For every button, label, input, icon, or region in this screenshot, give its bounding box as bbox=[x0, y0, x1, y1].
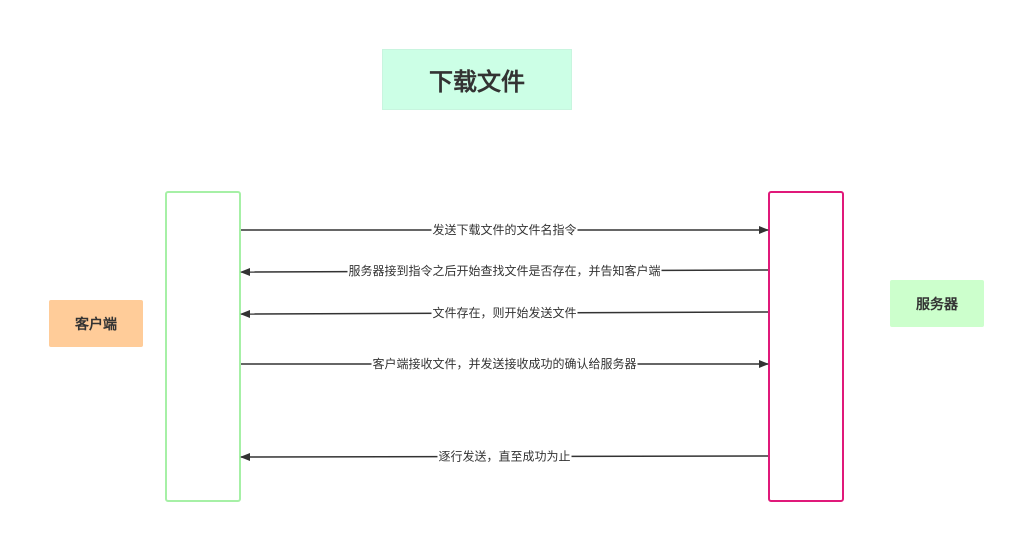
diagram-title: 下载文件 bbox=[382, 49, 572, 110]
message-label-background bbox=[437, 448, 572, 464]
server-actor: 服务器 bbox=[890, 280, 984, 327]
message-label-background bbox=[347, 263, 662, 278]
client-actor-label: 客户端 bbox=[75, 316, 117, 333]
message-label-background bbox=[371, 356, 638, 371]
message-label: 文件存在，则开始发送文件 bbox=[432, 305, 576, 320]
message-label: 客户端接收文件，并发送接收成功的确认给服务器 bbox=[372, 356, 636, 371]
diagram-title-text: 下载文件 bbox=[429, 68, 525, 96]
message-label: 逐行发送，直至成功为止 bbox=[438, 449, 570, 464]
message-label: 服务器接到指令之后开始查找文件是否存在，并告知客户端 bbox=[348, 263, 660, 278]
client-lifeline bbox=[165, 191, 241, 502]
message-5: 逐行发送，直至成功为止 bbox=[240, 448, 769, 464]
message-3: 文件存在，则开始发送文件 bbox=[240, 305, 769, 320]
message-label-background bbox=[431, 305, 578, 320]
message-label-background bbox=[431, 222, 578, 237]
message-1: 发送下载文件的文件名指令 bbox=[241, 222, 769, 237]
message-4: 客户端接收文件，并发送接收成功的确认给服务器 bbox=[241, 356, 769, 371]
server-actor-label: 服务器 bbox=[916, 296, 958, 313]
message-label: 发送下载文件的文件名指令 bbox=[432, 222, 576, 237]
message-2: 服务器接到指令之后开始查找文件是否存在，并告知客户端 bbox=[240, 263, 769, 278]
client-actor: 客户端 bbox=[49, 300, 143, 347]
server-lifeline bbox=[768, 191, 844, 502]
